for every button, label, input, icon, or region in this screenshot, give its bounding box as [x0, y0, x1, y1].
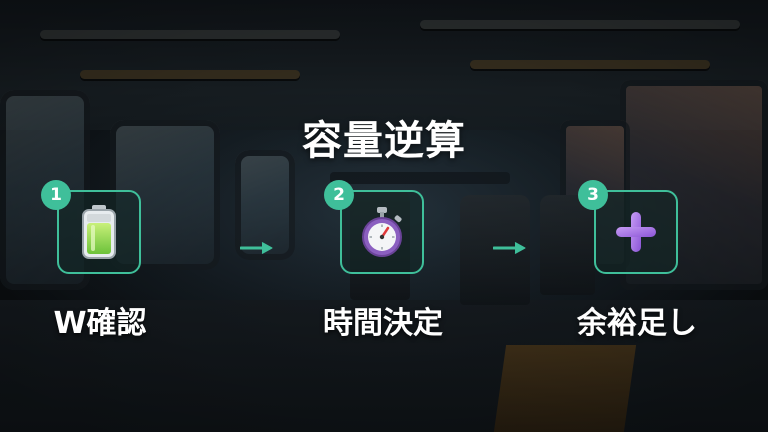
step-number-badge: 3 [578, 180, 608, 210]
step-icon-box [594, 190, 678, 274]
stopwatch-icon [362, 207, 402, 257]
step-label: 余裕足し [577, 306, 697, 341]
step-label: 時間決定 [323, 306, 443, 341]
step-icon-box [340, 190, 424, 274]
step-time-decide: 2 時間決定 [283, 180, 483, 341]
plus-icon [616, 212, 656, 252]
right-arrow-icon [493, 242, 526, 254]
page-title: 容量逆算 [302, 118, 466, 164]
step-label: W確認 [53, 306, 147, 341]
step-w-confirm: 1 W確認 [0, 180, 200, 341]
right-arrow-icon [240, 242, 273, 254]
step-add-margin: 3 余裕足し [537, 180, 737, 341]
step-icon-box [57, 190, 141, 274]
step-number-badge: 2 [324, 180, 354, 210]
battery-icon [82, 205, 116, 259]
step-number-badge: 1 [41, 180, 71, 210]
